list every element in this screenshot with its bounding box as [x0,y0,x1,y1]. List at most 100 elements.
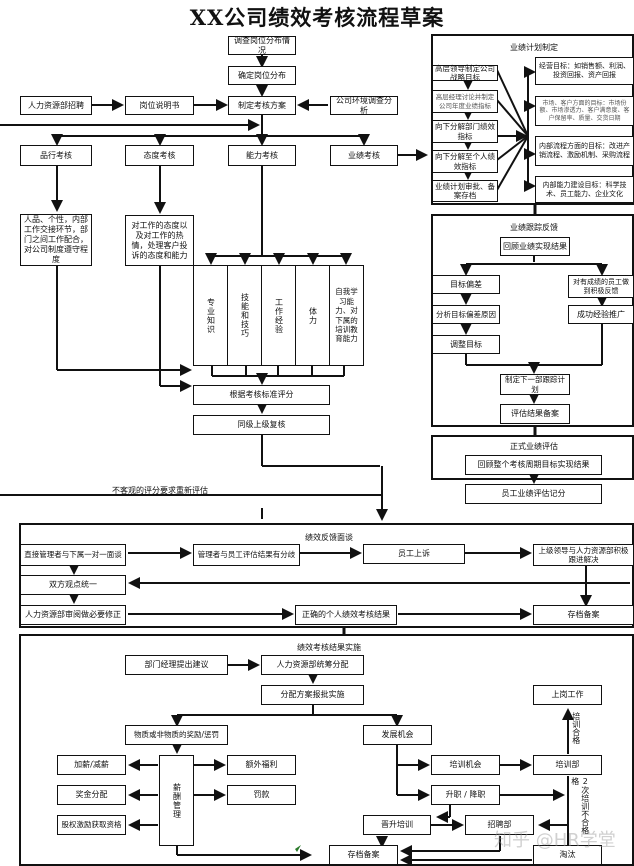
performance-label: 业绩考核 [348,150,380,160]
goal-label: 经营目标：如销售额、利润、投资回报、资产回报 [539,62,630,79]
next-plan-label: 制定下一部跟踪计划 [505,375,565,394]
plan-step-label: 向下分解至个人绩效指标 [435,152,495,171]
impl-archive-label: 存档备案 [347,850,380,859]
impl-section [19,634,634,866]
job-desc-box: 岗位说明书 [125,96,194,115]
salary-mgmt-box: 薪酬管理 [159,755,194,846]
plan-section-title: 业绩计划制定 [510,43,558,52]
tracking-section-title: 业绩跟踪反馈 [510,223,558,232]
development-label: 发展机会 [381,730,414,739]
supervisor-review-box: 同级上级复核 [193,415,330,435]
plan-step-box: 向下分解至个人绩效指标 [432,150,498,173]
adjust-label: 调整目标 [450,339,482,349]
equity-box: 股权激励获取资格 [57,815,126,835]
goal-label: 内部流程方面的目标：改进产销流程、激励机制、采购流程 [539,142,630,159]
hr-recruit-box: 人力资源部招聘 [20,96,92,115]
ability-item-label: 专业知识 [206,297,216,334]
attitude-box: 态度考核 [125,145,194,166]
formal-review-box: 回顾整个考核周期目标实现结果 [465,455,602,475]
deviation-label: 目标偏差 [450,279,482,289]
fail-label: 2次培训不合格 [580,777,590,834]
page-title: XX公司绩效考核流程草案 [189,5,445,30]
plan-step-box: 向下分解部门绩效指标 [432,120,498,143]
hr-review-box: 人力资源部审阅做必要修正 [20,605,126,625]
conduct-desc-box: 人品、个性，内部工作交接环节，部门之间工作配合，对公司制度遵守程度 [20,214,92,266]
eliminate-box: 淘汰 [533,845,602,865]
training-dept-box: 培训部 [533,755,602,775]
agree-label: 双方观点统一 [49,580,97,589]
ability-item-label: 体力 [308,306,318,325]
eliminate-label: 淘汰 [559,850,576,859]
good-feedback-label: 对有成绩的员工做到积极反馈 [573,277,629,295]
plan-label: 制定考核方案 [238,100,286,110]
promotion-label: 升职 / 降职 [445,790,486,799]
interview-label: 直接管理者与下属一对一面谈 [24,550,122,560]
training-opp-label: 培训机会 [449,760,482,769]
goal-box: 内部流程方面的目标：改进产销流程、激励机制、采购流程 [535,136,634,166]
scoring-label: 根据考核标准评分 [229,390,294,399]
training-dept-label: 培训部 [555,760,580,769]
raise-label: 加薪/减薪 [74,760,109,769]
goal-box: 内部能力建设目标：科学技术、员工能力、企业文化 [535,176,634,203]
conduct-box: 品行考核 [20,145,92,166]
goal-label: 市场、客户方面的目标：市场份额、市场渗透力、客户满意度、客户保留率、质量、交货日… [539,99,630,122]
plan-step-box: 高层经理讨论并制定公司年度业绩指标 [432,90,498,113]
fail-prefix-label: 格 [570,777,580,785]
tracking-archive-box: 评估结果备案 [500,404,570,424]
tracking-review-label: 回顾业绩实现结果 [503,241,567,251]
disagreement-box: 管理者与员工评估结果有分歧 [193,544,300,566]
plan-step-box: 业绩计划审批、备案存档 [432,180,498,202]
plan-step-label: 向下分解部门绩效指标 [435,122,495,141]
ability-item-label: 自我学习能力、对下属的培训教育能力 [335,287,358,344]
analyze-label: 分析目标偏差原因 [436,309,496,319]
formal-review-label: 回顾整个考核周期目标实现结果 [477,460,590,469]
impl-archive-box: 存档备案 [329,845,398,865]
ability-item-box: 体力 [295,265,330,366]
goal-label: 内部能力建设目标：科学技术、员工能力、企业文化 [542,180,627,198]
env-analysis-box: 公司环境调查分析 [330,96,398,115]
extra-label: 额外福利 [245,760,278,769]
feedback-archive-box: 存档备案 [533,605,634,625]
analyze-box: 分析目标偏差原因 [432,305,500,324]
plan-step-box: 高层领导制定公司战略目标 [432,64,498,82]
development-box: 发展机会 [363,725,432,745]
plan-step-label: 业绩计划审批、备案存档 [435,181,495,200]
next-plan-box: 制定下一部跟踪计划 [500,374,570,395]
good-feedback-box: 对有成绩的员工做到积极反馈 [568,275,634,298]
pass-label: 培训合格 [571,712,581,744]
appeal-box: 员工上诉 [363,544,465,564]
plan-step-label: 高层经理讨论并制定公司年度业绩指标 [435,93,495,110]
disagreement-label: 管理者与员工评估结果有分歧 [197,550,296,560]
scoring-box: 根据考核标准评分 [193,385,330,405]
ability-item-label: 工作经验 [274,297,284,334]
deviation-box: 目标偏差 [432,275,500,294]
ability-item-box: 专业知识 [193,265,228,366]
training-opp-box: 培训机会 [431,755,500,775]
fine-box: 罚款 [227,785,296,805]
performance-box: 业绩考核 [330,145,398,166]
attitude-desc-label: 对工作的态度以及对工作的热情，处理客户投诉的态度和能力 [131,220,188,260]
feedback-archive-label: 存档备案 [567,610,600,619]
impl-section-title: 绩效考核结果实施 [297,643,361,652]
formal-score-box: 员工业绩评估记分 [465,484,602,504]
survey-box: 调查岗位分布情况 [228,36,296,55]
watermark: 知乎 @HR学堂 [494,830,616,851]
formal-score-label: 员工业绩评估记分 [501,489,566,498]
bonus-label: 奖金分配 [75,790,108,799]
suggest-box: 部门经理提出建议 [125,655,228,675]
reward-label: 物质或非物质的奖励/惩罚 [133,730,220,740]
ability-box: 能力考核 [228,145,296,166]
green-marker-icon [295,845,301,852]
attitude-label: 态度考核 [143,150,176,160]
adjust-box: 调整目标 [432,335,500,354]
ability-item-box: 技能和技巧 [227,265,262,366]
ability-item-box: 工作经验 [261,265,296,366]
recruit-dept-box: 招聘部 [465,815,534,835]
conduct-label: 品行考核 [40,150,72,160]
ability-label: 能力考核 [246,150,278,160]
equity-label: 股权激励获取资格 [61,820,122,830]
reevaluate-note: 不客观的评分要求重新评估 [112,486,208,495]
tracking-review-box: 回顾业绩实现结果 [500,237,570,256]
promotion-box: 升职 / 降职 [431,785,500,805]
goal-box: 经营目标：如销售额、利润、投资回报、资产回报 [535,57,634,85]
